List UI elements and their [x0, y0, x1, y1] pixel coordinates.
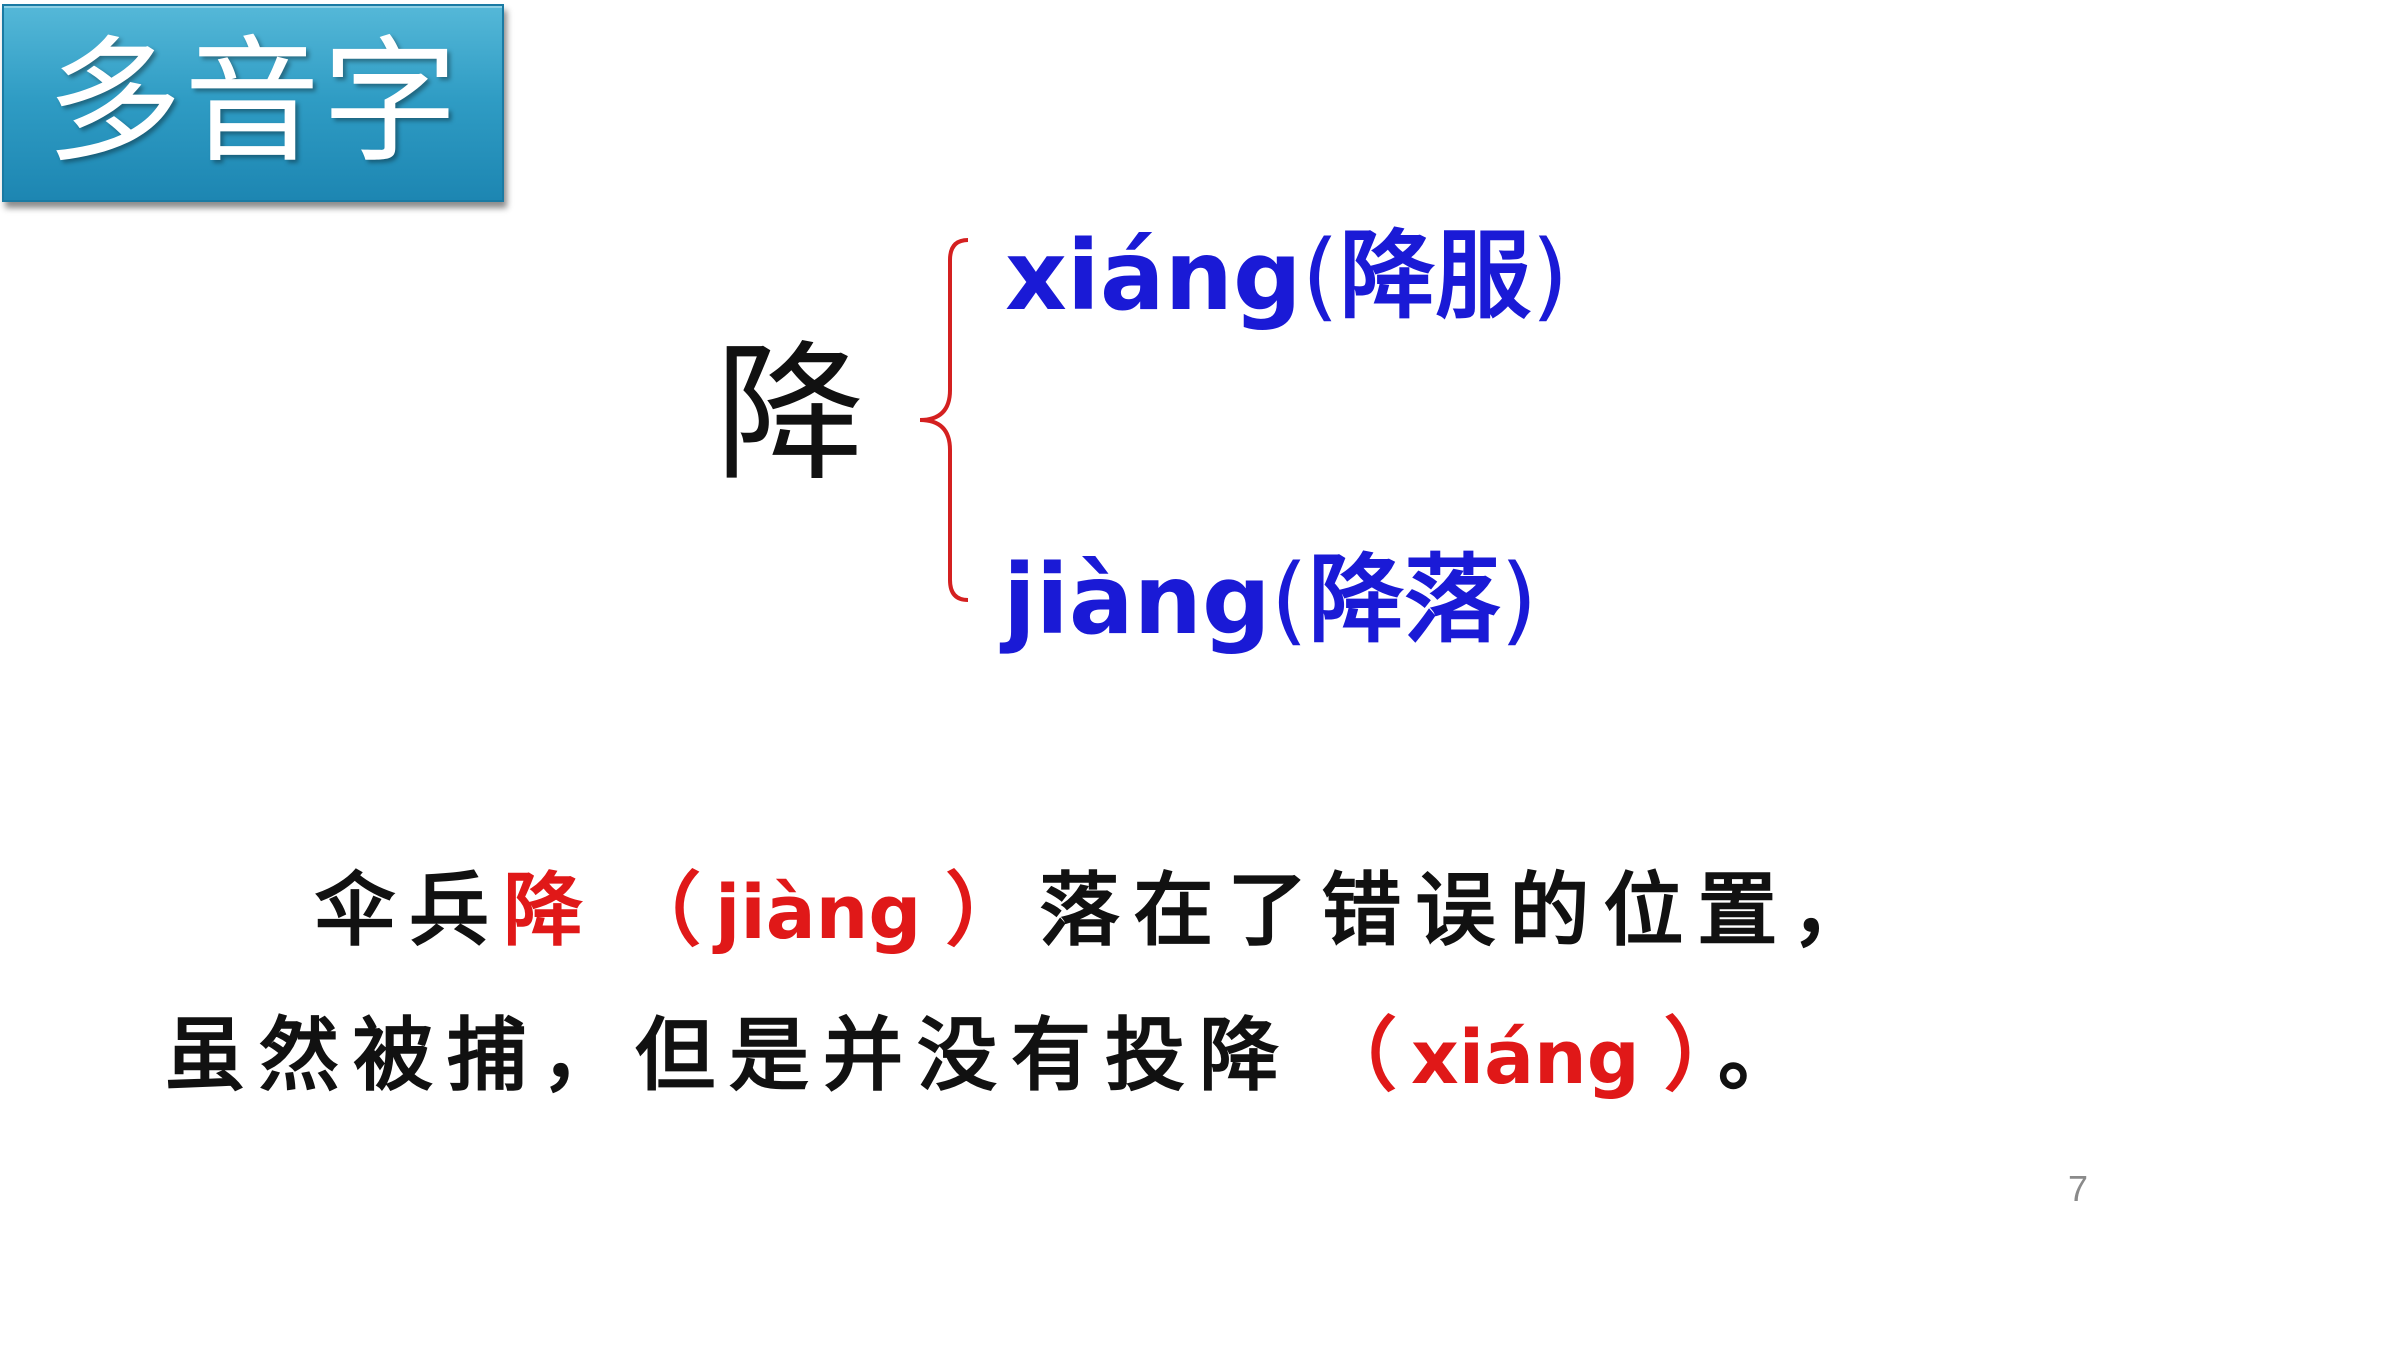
answer-open-paren: （: [621, 863, 715, 957]
curly-brace: [919, 238, 969, 602]
answer-close-paren: ）: [1663, 1008, 1718, 1102]
highlighted-character: 降: [503, 863, 597, 957]
close-paren: ): [1531, 220, 1569, 332]
title-badge: 多音字: [2, 4, 504, 202]
example-sentence-2: 虽然被捕，但是并没有投降（xiáng）。: [165, 1015, 1812, 1095]
reading-jiang: jiàng(降落): [1003, 552, 1538, 648]
slide-title: 多音字: [46, 24, 460, 182]
open-paren: (: [1301, 220, 1340, 332]
answer-close-paren: ）: [945, 863, 1040, 957]
sentence-text: 落在了错误的位置，: [1039, 863, 1886, 957]
answer-pinyin: jiàng: [715, 870, 922, 956]
sentence-end: 。: [1717, 1008, 1812, 1102]
reading-pinyin: xiáng: [1005, 220, 1302, 332]
reading-word: 降落: [1308, 544, 1501, 656]
sentence-text: 虽然被捕，但是并没有投降: [165, 1008, 1293, 1102]
answer-open-paren: （: [1317, 1008, 1411, 1102]
polyphonic-character: 降: [715, 328, 866, 502]
open-paren: (: [1270, 544, 1309, 656]
page-number: 7: [2068, 1168, 2089, 1209]
reading-pinyin: jiàng: [1003, 544, 1271, 656]
example-sentence-1: 伞兵降（jiàng）落在了错误的位置，: [315, 870, 1885, 950]
sentence-text: 伞兵: [315, 863, 503, 957]
answer-pinyin: xiáng: [1411, 1015, 1640, 1101]
reading-word: 降服: [1339, 220, 1532, 332]
close-paren: ): [1500, 544, 1538, 656]
reading-xiang: xiáng(降服): [1005, 228, 1569, 324]
